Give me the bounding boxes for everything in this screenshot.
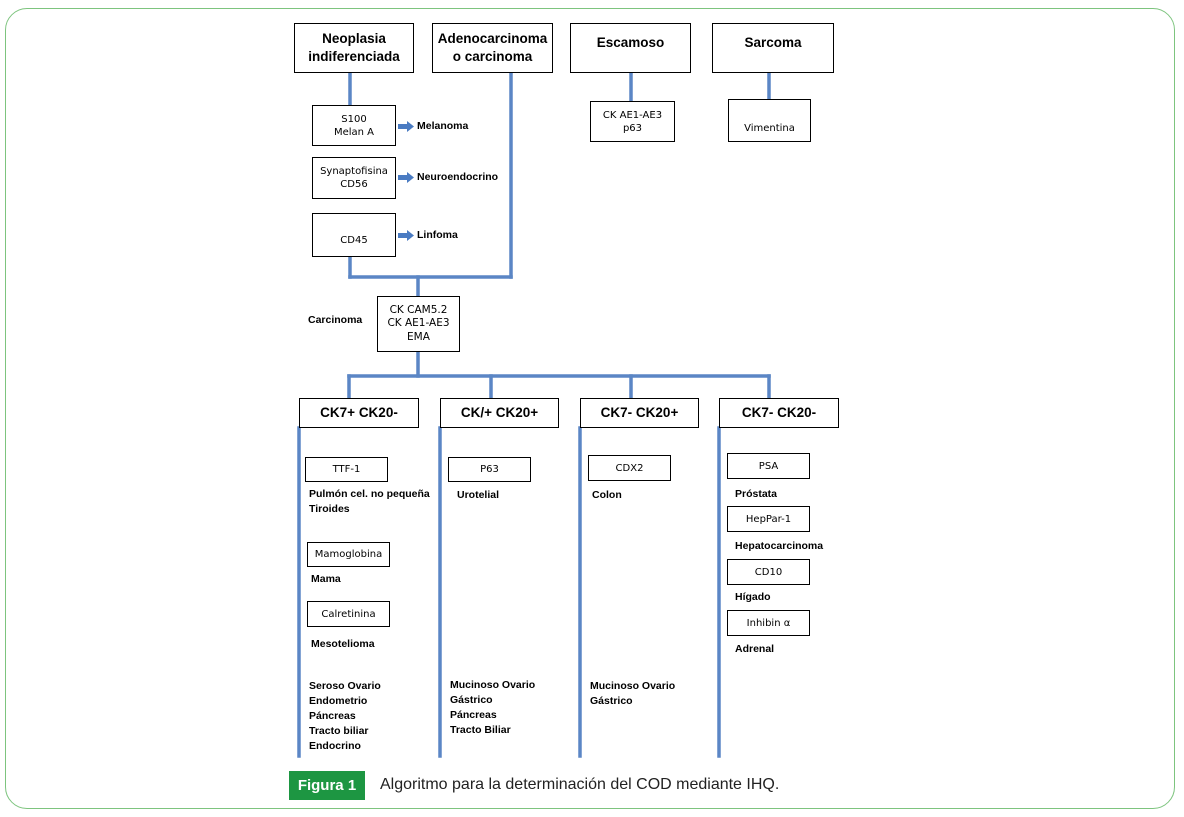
result-melanoma: Melanoma bbox=[417, 120, 469, 132]
result-adrenal: Adrenal bbox=[735, 643, 775, 655]
result-pulmon-tiroides: Pulmón cel. no pequeña Tiroides bbox=[309, 488, 430, 515]
header-adenocarcinoma: Adenocarcinoma o carcinoma bbox=[432, 23, 553, 73]
label-carcinoma: Carcinoma bbox=[308, 314, 363, 326]
figure-caption: Algoritmo para la determinación del COD … bbox=[380, 776, 780, 793]
result-linfoma: Linfoma bbox=[417, 229, 458, 241]
branch3-bottom-list: Mucinoso Ovario Gástrico bbox=[590, 680, 676, 707]
result-hepatocarcinoma: Hepatocarcinoma bbox=[735, 540, 824, 552]
branch-header-ck7pos-ck20pos: CK/+ CK20+ bbox=[440, 398, 559, 428]
branch2-bottom-list: Mucinoso Ovario Gástrico Páncreas Tracto… bbox=[450, 679, 536, 736]
marker-s100: S100 Melan A bbox=[312, 105, 396, 146]
result-prostata: Próstata bbox=[735, 488, 778, 500]
result-mama: Mama bbox=[311, 573, 341, 585]
result-mesotelioma: Mesotelioma bbox=[311, 638, 375, 650]
arrow-right-icon bbox=[398, 121, 414, 132]
marker-psa: PSA bbox=[727, 453, 810, 479]
branch-header-ck7neg-ck20neg: CK7- CK20- bbox=[719, 398, 839, 428]
branch-header-ck7neg-ck20pos: CK7- CK20+ bbox=[580, 398, 699, 428]
marker-cdx2: CDX2 bbox=[588, 455, 671, 481]
marker-cd10: CD10 bbox=[727, 559, 810, 585]
marker-ttf1: TTF-1 bbox=[305, 457, 388, 482]
marker-p63: P63 bbox=[448, 457, 531, 482]
header-neoplasia: Neoplasia indiferenciada bbox=[294, 23, 414, 73]
marker-ck-cam52: CK CAM5.2 CK AE1-AE3 EMA bbox=[377, 296, 460, 352]
marker-vimentina: Vimentina bbox=[728, 99, 811, 142]
marker-synaptofisina: Synaptofisina CD56 bbox=[312, 157, 396, 199]
marker-ck-ae1-ae3-p63: CK AE1-AE3 p63 bbox=[590, 101, 675, 142]
marker-cd45: CD45 bbox=[312, 213, 396, 257]
figure-tag: Figura 1 bbox=[289, 771, 365, 800]
branch-header-ck7pos-ck20neg: CK7+ CK20- bbox=[299, 398, 419, 428]
result-neuroendocrino: Neuroendocrino bbox=[417, 171, 499, 183]
marker-calretinina: Calretinina bbox=[307, 601, 390, 627]
result-colon: Colon bbox=[592, 489, 622, 501]
marker-heppar1: HepPar-1 bbox=[727, 506, 810, 532]
header-escamoso: Escamoso bbox=[570, 23, 691, 73]
marker-inhibin-alpha: Inhibin α bbox=[727, 610, 810, 636]
figure-frame bbox=[5, 8, 1175, 809]
branch1-bottom-list: Seroso Ovario Endometrio Páncreas Tracto… bbox=[309, 680, 381, 752]
arrow-right-icon bbox=[398, 230, 414, 241]
header-sarcoma: Sarcoma bbox=[712, 23, 834, 73]
result-urotelial: Urotelial bbox=[457, 489, 500, 501]
result-higado: Hígado bbox=[735, 591, 771, 603]
arrow-right-icon bbox=[398, 172, 414, 183]
marker-mamoglobina: Mamoglobina bbox=[307, 542, 390, 567]
